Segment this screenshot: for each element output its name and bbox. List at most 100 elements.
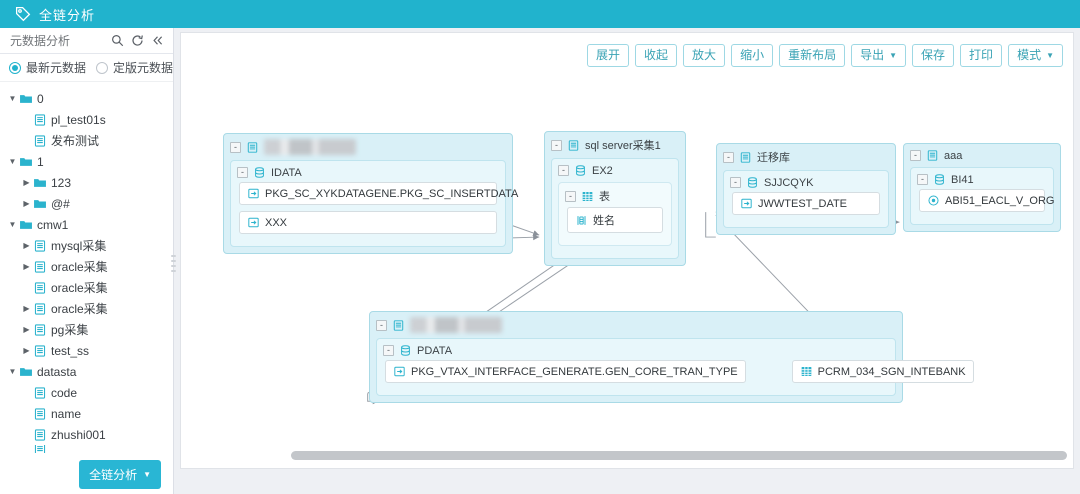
collapse-toggle-icon[interactable]: -: [565, 190, 576, 202]
table-group[interactable]: -表姓名: [558, 182, 672, 246]
refresh-icon[interactable]: [130, 33, 145, 48]
tree-item-label: oracle采集: [51, 302, 108, 316]
toolbar-button-放大[interactable]: 放大: [683, 44, 726, 67]
doc-icon: [392, 319, 405, 332]
collapse-toggle-icon[interactable]: -: [917, 174, 928, 185]
toolbar-button-保存[interactable]: 保存: [912, 44, 955, 67]
lineage-node[interactable]: ABI51_EACL_V_ORG: [919, 189, 1054, 212]
tree-caret-icon[interactable]: ▶: [23, 346, 30, 355]
lineage-node[interactable]: PKG_SC_XYKDATAGENE.PKG_SC_INSERTDATA: [239, 182, 518, 205]
tree-item[interactable]: ▼cmw1: [0, 214, 173, 235]
tree-caret-icon[interactable]: ▼: [8, 94, 17, 103]
tree-item[interactable]: ▶code: [0, 382, 173, 403]
tree-caret-icon[interactable]: ▶: [23, 199, 30, 208]
tree-item[interactable]: ▶pg采集: [0, 319, 173, 340]
lineage-node[interactable]: JWWTEST_DATE: [732, 192, 880, 215]
collapse-toggle-icon[interactable]: -: [910, 150, 921, 161]
doc-icon: [246, 141, 259, 154]
diagram-toolbar: 展开 收起 放大缩小重新布局导出▼保存打印模式▼: [587, 44, 1063, 67]
scrollbar-thumb[interactable]: [291, 451, 1067, 460]
collapse-toggle-icon[interactable]: -: [551, 139, 562, 151]
lineage-node[interactable]: PKG_VTAX_INTERFACE_GENERATE.GEN_CORE_TRA…: [385, 360, 746, 383]
tree-caret-icon[interactable]: ▶: [23, 241, 30, 250]
tree-item[interactable]: ▼1: [0, 151, 173, 172]
tree-item[interactable]: ▶pl_test01s: [0, 109, 173, 130]
collapse-toggle-icon[interactable]: -: [230, 141, 241, 153]
tree-item[interactable]: ▼0: [0, 88, 173, 109]
tree-item-label: @#: [51, 196, 70, 211]
metadata-tree[interactable]: ▼0▶pl_test01s▶发布测试▼1▶123▶@#▼cmw1▶mysql采集…: [0, 82, 173, 454]
toolbar-button-导出[interactable]: 导出▼: [851, 44, 907, 67]
lineage-node[interactable]: PCRM_034_SGN_INTEBANK: [791, 360, 974, 383]
toolbar-button-收起[interactable]: 收起: [635, 44, 678, 67]
tree-item[interactable]: ▶ oracle采集: [0, 256, 173, 277]
database-icon: [574, 164, 587, 177]
tree-item-label: oracle采集: [51, 281, 108, 295]
toolbar-button-缩小[interactable]: 缩小: [731, 44, 774, 67]
tree-item[interactable]: ▶ @#: [0, 193, 173, 214]
collapse-left-icon[interactable]: [150, 33, 165, 48]
lineage-canvas[interactable]: 展开 收起 放大缩小重新布局导出▼保存打印模式▼: [180, 32, 1074, 469]
tree-caret-icon[interactable]: ▶: [23, 304, 30, 313]
collapse-toggle-icon[interactable]: -: [237, 167, 248, 178]
tree-item[interactable]: ▶发布测试: [0, 130, 173, 151]
tree-item[interactable]: ▶name: [0, 403, 173, 424]
button-label: 全链分析: [89, 467, 138, 482]
toolbar-button-label: 展开: [596, 48, 621, 62]
tree-item[interactable]: ▶123: [0, 172, 173, 193]
collapse-toggle-icon[interactable]: -: [383, 345, 394, 356]
tree-item-label: oracle采集: [51, 260, 108, 274]
toolbar-button-模式[interactable]: 模式▼: [1008, 44, 1063, 67]
collapse-toggle-icon[interactable]: -: [558, 165, 569, 176]
tree-item[interactable]: ▶test_ss: [0, 340, 173, 361]
collapse-toggle-icon[interactable]: -: [723, 151, 734, 163]
splitter-dot: [171, 264, 176, 267]
toolbar-button-label: 放大: [692, 48, 717, 62]
toolbar-button-label: 重新布局: [788, 48, 837, 62]
tree-item[interactable]: ▶mysql采集: [0, 235, 173, 256]
tree-caret-icon[interactable]: ▶: [23, 262, 30, 271]
node-header: -sql server采集1: [545, 132, 685, 156]
diagram-group[interactable]: -sql server采集1-EX2-表姓名: [544, 131, 686, 266]
lineage-node-label: JWWTEST_DATE: [758, 197, 848, 210]
radio-latest-metadata[interactable]: 最新元数据: [9, 59, 86, 76]
redacted-title: [410, 317, 502, 333]
lineage-node[interactable]: 姓名: [567, 207, 663, 233]
tree-caret-icon[interactable]: ▼: [8, 220, 17, 229]
toolbar-button-重新布局[interactable]: 重新布局: [779, 44, 846, 67]
tree-caret-icon[interactable]: ▶: [23, 325, 30, 334]
tree-caret-icon[interactable]: ▼: [8, 157, 17, 166]
canvas-horizontal-scrollbar[interactable]: [187, 449, 1067, 461]
tree-caret-icon[interactable]: ▶: [23, 178, 30, 187]
node-header: -表: [559, 183, 671, 207]
tree-item[interactable]: ▶oracle采集: [0, 277, 173, 298]
node-header: -迁移库: [717, 144, 895, 168]
full-chain-analysis-button[interactable]: 全链分析 ▼: [79, 459, 161, 489]
collapse-toggle-icon[interactable]: -: [730, 177, 741, 188]
toolbar-button-展开[interactable]: 展开: [587, 44, 630, 67]
tree-item[interactable]: ▶zhushi001: [0, 424, 173, 445]
toolbar-button-打印[interactable]: 打印: [960, 44, 1003, 67]
tree-caret-icon[interactable]: ▼: [8, 367, 17, 376]
toolbar-button-label: 导出: [860, 48, 885, 62]
collapse-toggle-icon[interactable]: -: [376, 319, 387, 331]
search-icon[interactable]: [110, 33, 125, 48]
lineage-node[interactable]: XXX: [239, 211, 497, 234]
sidebar-splitter-handle[interactable]: [170, 240, 177, 286]
radio-dot: [9, 61, 21, 74]
tree-item-partial[interactable]: ▶: [0, 445, 173, 453]
tree-item[interactable]: ▼datasta: [0, 361, 173, 382]
toolbar-button-label: 收起: [644, 48, 669, 62]
radio-versioned-metadata[interactable]: 定版元数据: [96, 59, 173, 76]
doc-icon: [33, 260, 47, 274]
database-group[interactable]: -EX2-表姓名: [551, 158, 679, 259]
tree-item[interactable]: ▶ oracle采集: [0, 298, 173, 319]
